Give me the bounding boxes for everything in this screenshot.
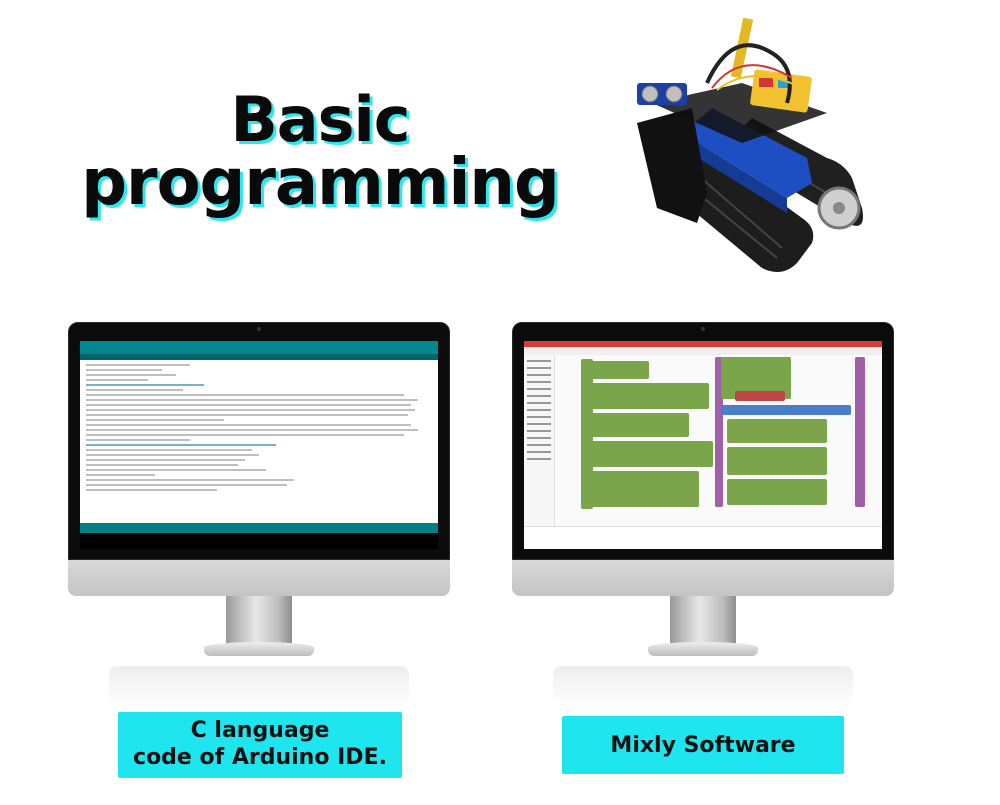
monitor-stand-neck [670, 596, 736, 644]
mixly-block [589, 471, 699, 507]
title-line-1: Basic [230, 83, 410, 156]
mixly-block [727, 479, 827, 505]
arduino-console [80, 533, 438, 549]
arduino-status-bar [80, 523, 438, 533]
monitor-reflection [109, 666, 409, 706]
mixly-block [721, 405, 851, 415]
monitor-stand-neck [226, 596, 292, 644]
mixly-block [589, 361, 649, 379]
mixly-block [589, 383, 709, 409]
page-title: Basic programming [60, 88, 580, 217]
mixly-block [589, 441, 713, 467]
monitor-reflection [553, 666, 853, 706]
monitor-chin [512, 560, 894, 596]
camera-dot [701, 327, 705, 331]
mixly-block [727, 419, 827, 443]
camera-dot [257, 327, 261, 331]
arduino-tab-bar [80, 354, 438, 360]
mixly-screen [524, 341, 882, 549]
mixly-block [715, 357, 723, 507]
mixly-status-bar [524, 526, 882, 549]
mixly-block [855, 357, 865, 507]
caption-left-line-1: C language [190, 718, 330, 744]
monitor-arduino [68, 322, 450, 706]
title-line-2: programming [81, 146, 560, 221]
mixly-block [735, 391, 785, 401]
monitor-bezel [68, 322, 450, 560]
mixly-title-bar [524, 341, 882, 347]
arduino-code-editor [80, 360, 438, 523]
caption-left-line-2: code of Arduino IDE. [133, 745, 387, 770]
monitor-mixly [512, 322, 894, 706]
monitor-stand-foot [648, 642, 758, 656]
caption-arduino-ide: C language code of Arduino IDE. [118, 712, 402, 778]
mixly-block [589, 413, 689, 437]
caption-mixly-software: Mixly Software [562, 716, 844, 774]
mixly-block-categories [524, 355, 555, 527]
monitor-bezel [512, 322, 894, 560]
arduino-ide-screen [80, 341, 438, 549]
robot-tank-image [637, 17, 863, 272]
mixly-block [727, 447, 827, 475]
monitor-chin [68, 560, 450, 596]
mixly-workspace [555, 355, 882, 527]
arduino-toolbar [80, 341, 438, 354]
monitor-stand-foot [204, 642, 314, 656]
